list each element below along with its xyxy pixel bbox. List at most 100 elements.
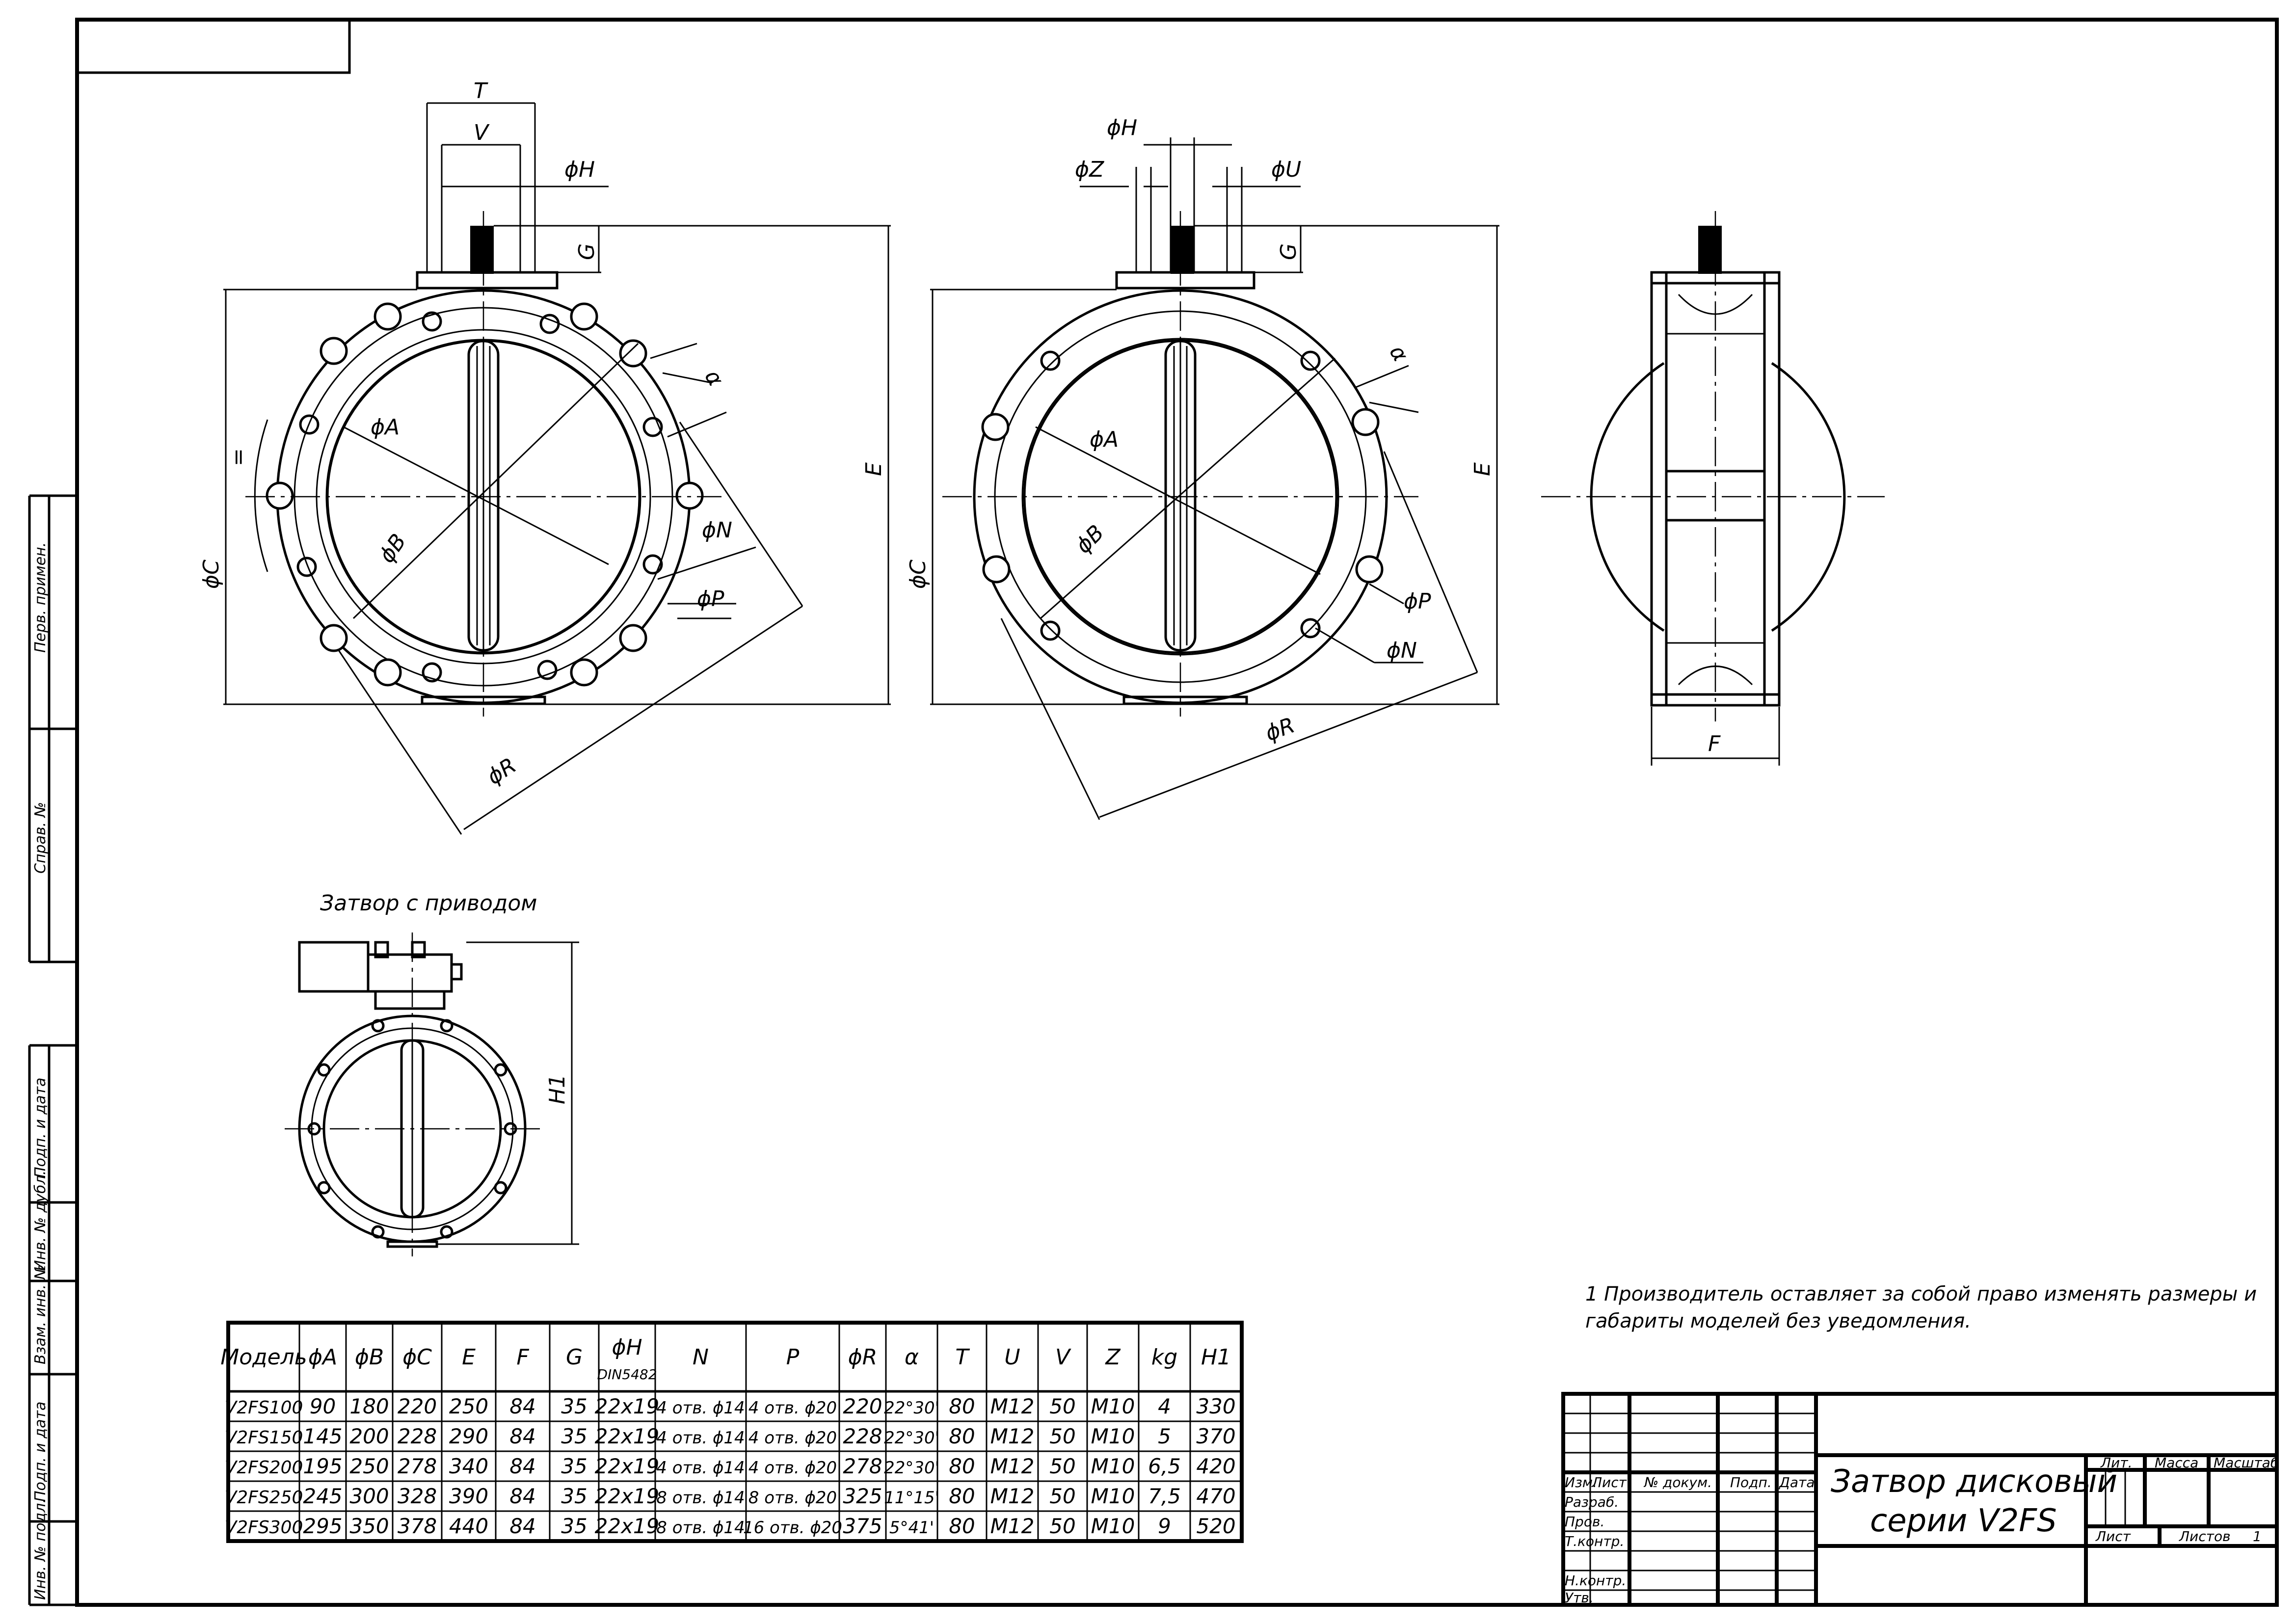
table-cell: 200 xyxy=(349,1424,389,1448)
dim-G-label-2: G xyxy=(1276,243,1301,260)
table-cell: 4 отв. ϕ14 xyxy=(656,1458,745,1478)
stamp-col-izm: Изм. xyxy=(1565,1474,1597,1491)
table-cell: 228 xyxy=(843,1424,882,1448)
stamp-sheets-count: 1 xyxy=(2253,1528,2262,1544)
table-cell: M12 xyxy=(990,1424,1035,1448)
table-cell: 330 xyxy=(1196,1394,1235,1418)
table-cell: 440 xyxy=(449,1514,488,1538)
stamp-col-list: Лист xyxy=(1591,1474,1627,1491)
table-cell: 11°15' xyxy=(884,1488,939,1508)
note: 1 Производитель оставляет за собой право… xyxy=(1585,1283,2257,1332)
table-cell: 328 xyxy=(398,1484,437,1508)
table-header-cell: Модель xyxy=(220,1345,307,1370)
table-cell: 220 xyxy=(843,1394,882,1418)
table-cell: 35 xyxy=(561,1514,587,1538)
table-cell: M10 xyxy=(1091,1394,1135,1418)
side-inv-podl: Инв. № подл. xyxy=(32,1498,49,1600)
table-cell: 245 xyxy=(303,1484,342,1508)
table-cell: 22°30' xyxy=(884,1398,939,1418)
table-cell: 84 xyxy=(509,1484,535,1508)
table-cell: M12 xyxy=(990,1454,1035,1478)
front-view-1-labels: T V ϕH G E ϕC ϕA ϕB ϕN ϕP ϕR α = xyxy=(199,79,886,790)
table-cell: 4 отв. ϕ20 xyxy=(748,1458,837,1478)
table-header-cell: N xyxy=(693,1345,709,1370)
note-line-1: 1 Производитель оставляет за собой право… xyxy=(1585,1283,2257,1305)
side-stamp-labels: Перв. примен. Справ. № Подп. и дата Инв.… xyxy=(32,542,49,1600)
table-cell: 250 xyxy=(449,1394,488,1418)
dim-fR-label-1: ϕR xyxy=(482,753,521,790)
table-cell: 22°30' xyxy=(884,1458,939,1478)
table-cell: 84 xyxy=(509,1454,535,1478)
table-cell: 7,5 xyxy=(1148,1484,1181,1508)
table-header-cell: kg xyxy=(1151,1345,1177,1370)
table-header-cell: ϕC xyxy=(402,1345,432,1370)
table-cell: M10 xyxy=(1091,1424,1135,1448)
table-cell: 375 xyxy=(843,1514,882,1538)
actuator-caption: Затвор с приводом xyxy=(320,891,537,916)
table-cell: 84 xyxy=(509,1424,535,1448)
table-cell: 6,5 xyxy=(1148,1454,1181,1478)
table-cell: 50 xyxy=(1049,1424,1075,1448)
table-cell: 378 xyxy=(398,1514,437,1538)
table-cell: M12 xyxy=(990,1394,1035,1418)
stamp-lit: Лит. xyxy=(2100,1455,2132,1471)
dim-alpha-label-1: α xyxy=(699,366,728,391)
table-cell: 80 xyxy=(949,1424,975,1448)
dim-fB-label-1: ϕB xyxy=(374,530,411,568)
table-header-cell: V xyxy=(1055,1345,1071,1370)
stamp-title-line-2: серии V2FS xyxy=(1870,1503,2057,1539)
dim-E-label-1: E xyxy=(861,462,886,476)
table-cell: M12 xyxy=(990,1514,1035,1538)
side-podp-data-1: Подп. и дата xyxy=(32,1078,49,1178)
table-cell: 4 отв. ϕ20 xyxy=(748,1428,837,1448)
table-cell: V2FS150 xyxy=(225,1428,303,1448)
table-cell: 4 отв. ϕ14 xyxy=(656,1398,745,1418)
table-header-cell: α xyxy=(905,1345,919,1370)
dim-fP-label-2: ϕP xyxy=(1404,589,1431,614)
table-cell: 50 xyxy=(1049,1484,1075,1508)
table-cell: 180 xyxy=(349,1394,389,1418)
table-cell: 22°30' xyxy=(884,1428,939,1448)
dim-T-label: T xyxy=(474,79,488,104)
stamp-masshtab: Масштаб xyxy=(2214,1455,2279,1471)
stamp-row-utv: Утв. xyxy=(1565,1590,1594,1606)
table-cell: 80 xyxy=(949,1484,975,1508)
stamp-col-podp: Подп. xyxy=(1730,1474,1772,1491)
side-inv-dubl: Инв. № дубл. xyxy=(32,1171,49,1271)
stamp-sheets-label: Листов xyxy=(2179,1528,2231,1544)
dim-fH-label-1: ϕH xyxy=(564,157,595,182)
table-cell: 325 xyxy=(843,1484,882,1508)
table-cell: 4 отв. ϕ20 xyxy=(748,1398,837,1418)
table-cell: 80 xyxy=(949,1394,975,1418)
table-cell: 228 xyxy=(398,1424,437,1448)
stamp-massa: Масса xyxy=(2155,1455,2198,1471)
table-cell: 50 xyxy=(1049,1394,1075,1418)
dim-F-label: F xyxy=(1708,731,1721,756)
title-block-text: Изм. Лист № докум. Подп. Дата Разраб. Пр… xyxy=(1565,1455,2279,1606)
table-header-cell: G xyxy=(566,1345,583,1370)
table-cell: M10 xyxy=(1091,1514,1135,1538)
table-cell: 195 xyxy=(303,1454,342,1478)
table-header-cell: ϕR xyxy=(848,1345,878,1370)
dim-H1-label: H1 xyxy=(545,1074,570,1104)
table-cell: 50 xyxy=(1049,1454,1075,1478)
table-header-cell: ϕH xyxy=(612,1335,642,1360)
stamp-row-razrab: Разраб. xyxy=(1565,1494,1619,1510)
dim-V-label: V xyxy=(474,120,490,145)
side-view xyxy=(1541,211,1885,766)
table-cell: 520 xyxy=(1196,1514,1235,1538)
table-cell: M10 xyxy=(1091,1484,1135,1508)
table-header-cell: Z xyxy=(1105,1345,1121,1370)
table-cell: M12 xyxy=(990,1484,1035,1508)
dim-fZ-label: ϕZ xyxy=(1075,157,1104,182)
front-view-1 xyxy=(223,102,891,835)
actuator-view xyxy=(285,932,579,1256)
table-cell: 22x19 xyxy=(595,1394,660,1418)
table-cell: 145 xyxy=(303,1424,342,1448)
table-cell: 370 xyxy=(1196,1424,1235,1448)
table-cell: 22x19 xyxy=(595,1454,660,1478)
table-cell: V2FS300 xyxy=(225,1518,303,1538)
table-cell: 5°41' xyxy=(889,1518,934,1538)
dim-fN-label-2: ϕN xyxy=(1387,638,1417,663)
